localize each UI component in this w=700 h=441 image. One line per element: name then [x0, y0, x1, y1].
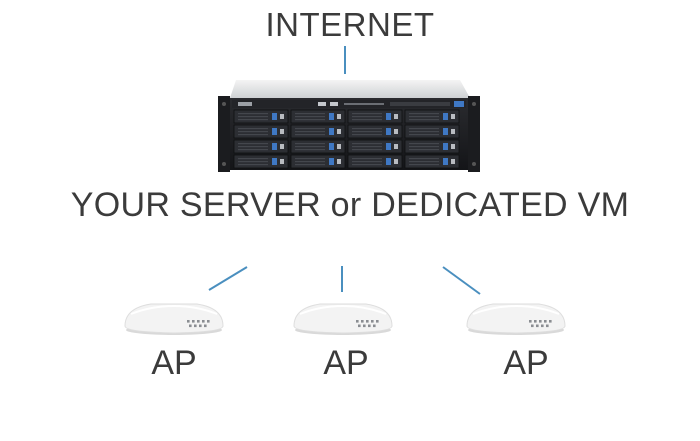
drive-bay — [404, 154, 460, 169]
server-ap-link-left — [208, 266, 248, 291]
ap-label: AP — [151, 344, 197, 382]
access-point-icon — [293, 303, 393, 335]
drive-bay — [290, 154, 346, 169]
drive-bay — [404, 109, 460, 124]
access-point-icon — [124, 303, 224, 335]
drive-bay — [233, 154, 289, 169]
drive-bay-grid — [233, 109, 460, 169]
internet-server-link — [344, 46, 346, 74]
rack-server-icon — [218, 80, 480, 172]
ap-label: AP — [323, 344, 369, 382]
drive-bay — [404, 139, 460, 154]
server-label: YOUR SERVER or DEDICATED VM — [70, 186, 630, 224]
drive-bay — [233, 109, 289, 124]
drive-bay — [290, 109, 346, 124]
drive-bay — [290, 139, 346, 154]
drive-bay — [404, 124, 460, 139]
drive-bay — [233, 139, 289, 154]
drive-bay — [347, 154, 403, 169]
server-ap-link-right — [442, 266, 481, 295]
drive-bay — [347, 139, 403, 154]
server-ap-link-center — [341, 266, 343, 292]
drive-bay — [347, 124, 403, 139]
internet-label: INTERNET — [265, 6, 435, 43]
access-point-icon — [466, 303, 566, 335]
drive-bay — [233, 124, 289, 139]
drive-bay — [347, 109, 403, 124]
ap-label: AP — [503, 344, 549, 382]
drive-bay — [290, 124, 346, 139]
